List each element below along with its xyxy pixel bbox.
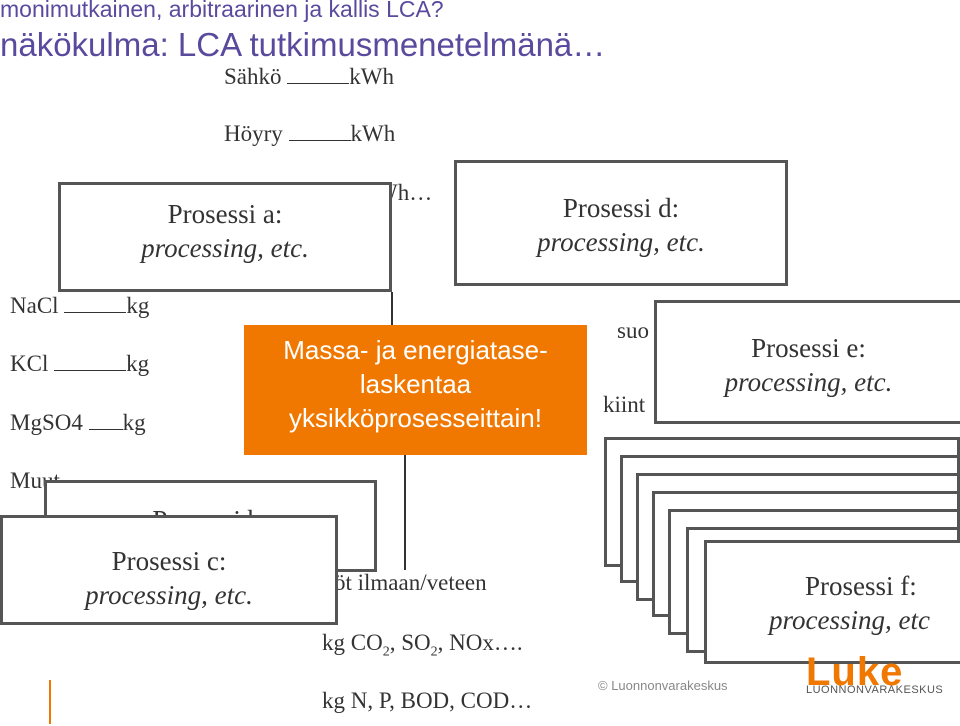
footer-accent-line bbox=[49, 680, 51, 724]
output-emissions: öt ilmaan/veteen bbox=[334, 570, 487, 595]
luke-logo: Luke bbox=[806, 650, 904, 686]
process-box-c: Prosessi c: processing, etc. bbox=[0, 515, 338, 625]
input-sahko: Sähkö kWh bbox=[224, 64, 394, 89]
input-hoyry: Höyry kWh bbox=[224, 121, 396, 146]
output-suo: suo bbox=[617, 318, 649, 343]
input-mgso4: MgSO4 kg bbox=[10, 410, 146, 435]
copyright-text: © Luonnonvarakeskus bbox=[598, 678, 728, 693]
process-box-f: Prosessi f: processing, etc bbox=[704, 540, 960, 664]
input-nacl: NaCl kg bbox=[10, 293, 150, 318]
title-line-2: näkökulma: LCA tutkimusmenetelmänä… bbox=[0, 26, 606, 63]
callout-mass-energy-balance: Massa- ja energiatase- laskentaa yksikkö… bbox=[244, 325, 587, 455]
output-kiint: kiint bbox=[603, 392, 646, 417]
input-kcl: KCl kg bbox=[10, 351, 150, 376]
output-water-emissions: kg N, P, BOD, COD… bbox=[322, 688, 533, 713]
process-box-a: Prosessi a: processing, etc. bbox=[58, 182, 392, 292]
process-box-d: Prosessi d: processing, etc. bbox=[454, 160, 788, 286]
title-line-1: monimutkainen, arbitraarinen ja kallis L… bbox=[0, 0, 444, 22]
flow-line-down bbox=[404, 450, 406, 570]
output-air-emissions: kg CO2, SO2, NOx…. bbox=[322, 630, 523, 660]
process-box-e: Prosessi e: processing, etc. bbox=[654, 300, 960, 424]
luke-logo-subtitle: LUONNONVARAKESKUS bbox=[806, 684, 944, 696]
